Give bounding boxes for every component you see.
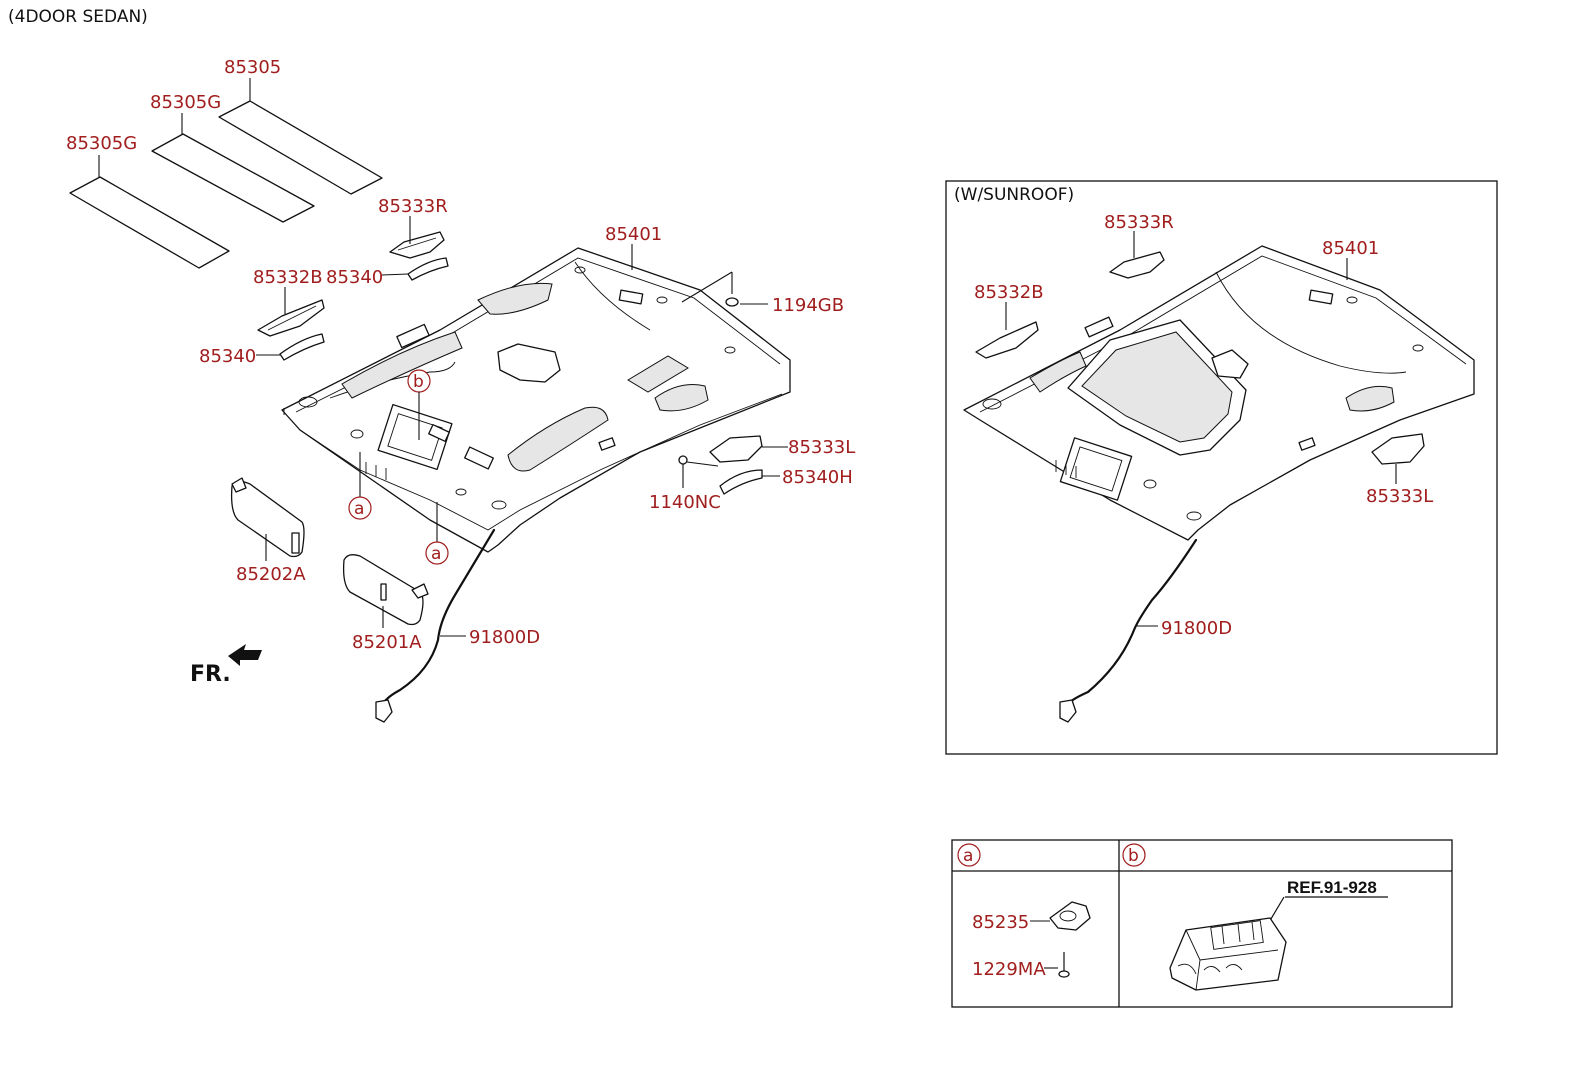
callout-a-right-text: a [431, 544, 441, 564]
bracket-85333l: 85333L [709, 435, 855, 463]
legend-label-1229ma: 1229MA [972, 959, 1046, 980]
clip-1194gb: 1194GB [681, 271, 844, 316]
label-85340h: 85340H [782, 467, 853, 488]
front-direction-marker: FR. [190, 644, 262, 687]
label-85332b: 85332B [253, 267, 323, 288]
label-85305g-upper: 85305G [150, 92, 221, 113]
sunroof-title: (W/SUNROOF) [954, 185, 1074, 205]
callout-b-text: b [413, 372, 424, 392]
callout-a-right [425, 541, 449, 565]
sunroof-label-85333r: 85333R [1104, 212, 1174, 233]
legend-ref-label: REF.91-928 [1287, 878, 1377, 897]
label-85401: 85401 [605, 224, 662, 245]
sunroof-variant-box: (W/SUNROOF) 85333R 85332B 85401 [945, 180, 1498, 755]
label-85202a: 85202A [236, 564, 306, 585]
handle-85340-upper: 85340 [326, 257, 449, 288]
label-85201a: 85201A [352, 632, 422, 653]
sunroof-label-91800d: 91800D [1161, 618, 1232, 639]
bracket-85332b: 85332B [253, 267, 325, 337]
main-diagram: 85305 85305G 85305G [66, 57, 855, 723]
legend-callout-a [957, 843, 981, 867]
sun-visor-85202a: 85202A [230, 477, 306, 585]
callout-a-left-text: a [354, 499, 364, 519]
sun-visor-85201a: 85201A [342, 554, 429, 653]
legend-col-b: b [1128, 846, 1139, 866]
handle-85340h: 85340H [719, 467, 853, 495]
trim-strip-85305: 85305 [218, 57, 383, 195]
front-label: FR. [190, 662, 231, 687]
trim-strip-85305g-upper: 85305G [150, 92, 315, 223]
headlining-panel [281, 247, 791, 553]
label-85340-lower: 85340 [199, 346, 256, 367]
handle-85340-lower: 85340 [199, 333, 325, 367]
variant-title: (4DOOR SEDAN) [8, 7, 148, 27]
label-85333r: 85333R [378, 196, 448, 217]
label-85305: 85305 [224, 57, 281, 78]
label-1194gb: 1194GB [772, 295, 844, 316]
trim-strip-85305g-lower: 85305G [66, 133, 230, 269]
screw-1140nc: 1140NC [649, 455, 721, 513]
legend-col-a: a [963, 846, 973, 866]
sunroof-label-85401: 85401 [1322, 238, 1379, 259]
label-85333l: 85333L [788, 437, 855, 458]
wiring-91800d: 91800D [375, 528, 540, 723]
legend-callout-b [1122, 843, 1146, 867]
front-arrow-icon [228, 644, 262, 666]
label-1140nc: 1140NC [649, 492, 721, 513]
label-85340-upper: 85340 [326, 267, 383, 288]
sunroof-label-85332b: 85332B [974, 282, 1044, 303]
bracket-85333r: 85333R [378, 196, 448, 259]
label-91800d: 91800D [469, 627, 540, 648]
label-85305g-lower: 85305G [66, 133, 137, 154]
callout-a-left [348, 496, 372, 520]
sunroof-label-85333l: 85333L [1366, 486, 1433, 507]
legend-table: a b 85235 1229MA REF.91-928 [951, 839, 1453, 1008]
legend-label-85235: 85235 [972, 912, 1029, 933]
